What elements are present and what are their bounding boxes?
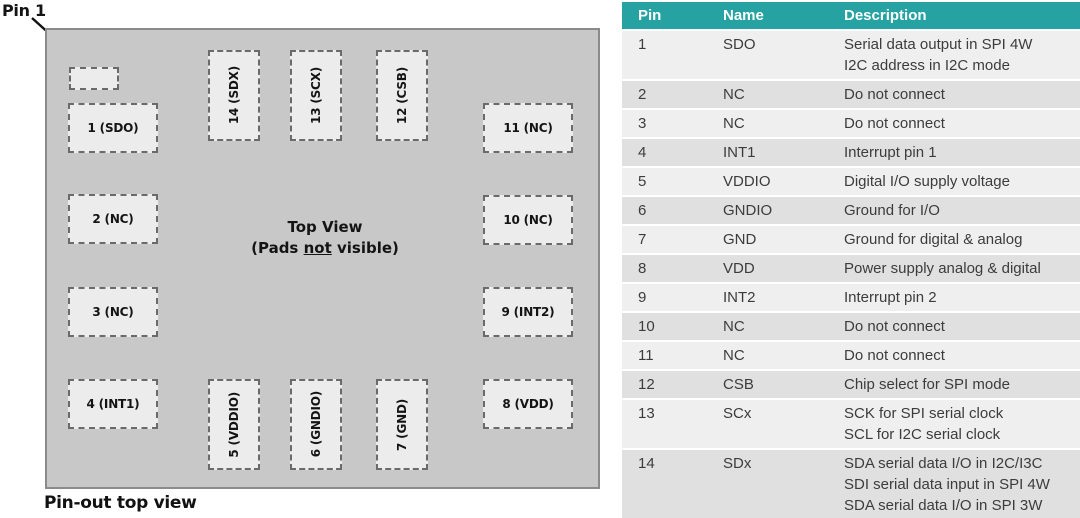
description-line: SCK for SPI serial clock bbox=[844, 405, 1004, 422]
pin-number-cell: 7 bbox=[622, 225, 707, 255]
description-line: SCL for I2C serial clock bbox=[844, 426, 1001, 443]
pin-name-cell: NC bbox=[707, 80, 828, 110]
pin-number-cell: 14 bbox=[622, 449, 707, 518]
pin-number-cell: 1 bbox=[622, 30, 707, 81]
description-line: Do not connect bbox=[844, 318, 945, 335]
description-line: Digital I/O supply voltage bbox=[844, 173, 1010, 190]
pin-description-cell: Do not connect bbox=[828, 312, 1080, 342]
pad-13-scx: 13 (SCX) bbox=[290, 50, 342, 141]
pin-number-cell: 8 bbox=[622, 254, 707, 284]
top-view-title: Top View bbox=[287, 218, 363, 236]
description-line: I2C address in I2C mode bbox=[844, 57, 1010, 74]
pin-number-cell: 3 bbox=[622, 109, 707, 139]
pin-description-cell: Chip select for SPI mode bbox=[828, 370, 1080, 400]
pin-number-cell: 9 bbox=[622, 283, 707, 313]
pin-number-cell: 4 bbox=[622, 138, 707, 168]
pin-name-cell: NC bbox=[707, 109, 828, 139]
header-pin: Pin bbox=[622, 2, 707, 31]
pin-description-cell: Serial data output in SPI 4W I2C address … bbox=[828, 30, 1080, 81]
pin-name-cell: GNDIO bbox=[707, 196, 828, 226]
pin-name-cell: SDx bbox=[707, 449, 828, 518]
pin-description-cell: Interrupt pin 1 bbox=[828, 138, 1080, 168]
pin-name-cell: INT2 bbox=[707, 283, 828, 313]
chip-center-text: Top View (Pads not visible) bbox=[225, 217, 425, 259]
pad-12-csb: 12 (CSB) bbox=[376, 50, 428, 141]
pin-number-cell: 12 bbox=[622, 370, 707, 400]
pad-1-sdo: 1 (SDO) bbox=[68, 103, 158, 153]
figure-caption: Pin-out top view bbox=[44, 493, 197, 513]
description-line: Power supply analog & digital bbox=[844, 260, 1041, 277]
pad-10-nc: 10 (NC) bbox=[483, 195, 573, 245]
description-line: Ground for digital & analog bbox=[844, 231, 1023, 248]
description-line: SDI serial data input in SPI 4W bbox=[844, 476, 1050, 493]
pad-2-nc: 2 (NC) bbox=[68, 194, 158, 244]
pin-number-cell: 6 bbox=[622, 196, 707, 226]
pin-description-cell: Power supply analog & digital bbox=[828, 254, 1080, 284]
description-line: SDA serial data I/O in I2C/I3C bbox=[844, 455, 1043, 472]
pin-name-cell: VDD bbox=[707, 254, 828, 284]
description-line: Interrupt pin 2 bbox=[844, 289, 937, 306]
pin-description-cell: Ground for digital & analog bbox=[828, 225, 1080, 255]
pin-number-cell: 13 bbox=[622, 399, 707, 450]
pin-description-cell: Do not connect bbox=[828, 341, 1080, 371]
pad-11-nc: 11 (NC) bbox=[483, 103, 573, 153]
pin-number-cell: 2 bbox=[622, 80, 707, 110]
pin-description-cell: Digital I/O supply voltage bbox=[828, 167, 1080, 197]
pad-5-vddio: 5 (VDDIO) bbox=[208, 379, 260, 470]
pin-name-cell: INT1 bbox=[707, 138, 828, 168]
pin-name-cell: SCx bbox=[707, 399, 828, 450]
description-line: Do not connect bbox=[844, 347, 945, 364]
pin-name-cell: NC bbox=[707, 312, 828, 342]
pin-description-cell: SDA serial data I/O in I2C/I3C SDI serial… bbox=[828, 449, 1080, 518]
pad-4-int1: 4 (INT1) bbox=[68, 379, 158, 429]
pin-number-cell: 5 bbox=[622, 167, 707, 197]
description-line: Serial data output in SPI 4W bbox=[844, 36, 1033, 53]
table-header-row: Pin Name Description bbox=[622, 2, 1080, 31]
pad-8-vdd: 8 (VDD) bbox=[483, 379, 573, 429]
description-line: Do not connect bbox=[844, 115, 945, 132]
pin-description-cell: Interrupt pin 2 bbox=[828, 283, 1080, 313]
pin1-indicator-pad bbox=[69, 67, 119, 90]
pad-9-int2: 9 (INT2) bbox=[483, 287, 573, 337]
pad-14-sdx: 14 (SDX) bbox=[208, 50, 260, 141]
header-name: Name bbox=[707, 2, 828, 31]
pin-number-cell: 10 bbox=[622, 312, 707, 342]
description-line: Chip select for SPI mode bbox=[844, 376, 1010, 393]
pin-description-cell: Do not connect bbox=[828, 109, 1080, 139]
pad-3-nc: 3 (NC) bbox=[68, 287, 158, 337]
pad-7-gnd: 7 (GND) bbox=[376, 379, 428, 470]
pin-name-cell: VDDIO bbox=[707, 167, 828, 197]
pin-name-cell: SDO bbox=[707, 30, 828, 81]
description-line: Do not connect bbox=[844, 86, 945, 103]
description-line: Ground for I/O bbox=[844, 202, 940, 219]
description-line: Interrupt pin 1 bbox=[844, 144, 937, 161]
header-description: Description bbox=[828, 2, 1080, 31]
pin-description-cell: Do not connect bbox=[828, 80, 1080, 110]
pin-number-cell: 11 bbox=[622, 341, 707, 371]
pin-name-cell: NC bbox=[707, 341, 828, 371]
pin-description-cell: Ground for I/O bbox=[828, 196, 1080, 226]
pads-not-visible-note: (Pads not visible) bbox=[251, 239, 399, 257]
pin-name-cell: CSB bbox=[707, 370, 828, 400]
pin1-callout-label: Pin 1 bbox=[2, 1, 46, 20]
description-line: SDA serial data I/O in SPI 3W bbox=[844, 497, 1043, 514]
pad-6-gndio: 6 (GNDIO) bbox=[290, 379, 342, 470]
pin-name-cell: GND bbox=[707, 225, 828, 255]
